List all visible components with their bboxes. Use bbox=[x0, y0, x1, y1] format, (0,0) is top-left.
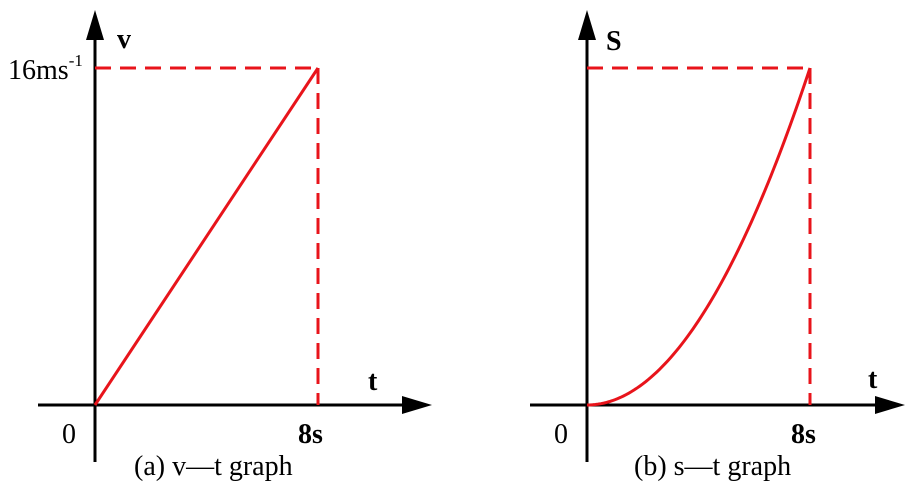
vt-graph: v t 16ms-1 8s 0 (a) v—t graph bbox=[8, 10, 432, 482]
st-y-axis-label: S bbox=[606, 26, 622, 57]
vt-caption: (a) v—t graph bbox=[134, 451, 293, 482]
st-origin-label: 0 bbox=[554, 419, 568, 450]
st-series-curve bbox=[586, 67, 812, 407]
vt-series-line bbox=[93, 67, 320, 406]
vt-x-tick-label: 8s bbox=[298, 419, 323, 450]
st-graph: S t 8s 0 (b) s—t graph bbox=[530, 10, 905, 482]
vt-y-axis-label: v bbox=[117, 24, 131, 55]
st-caption: (b) s—t graph bbox=[634, 451, 791, 482]
st-y-axis-arrowhead bbox=[578, 10, 596, 40]
vt-y-tick-label: 16ms-1 bbox=[8, 51, 83, 86]
vt-y-axis-arrowhead bbox=[86, 10, 104, 40]
vt-x-axis-label: t bbox=[368, 366, 378, 397]
st-x-axis-arrowhead bbox=[875, 396, 905, 414]
st-x-tick-label: 8s bbox=[791, 419, 816, 450]
vt-origin-label: 0 bbox=[62, 419, 76, 450]
st-x-axis-label: t bbox=[868, 364, 878, 395]
vt-x-axis-arrowhead bbox=[402, 396, 432, 414]
